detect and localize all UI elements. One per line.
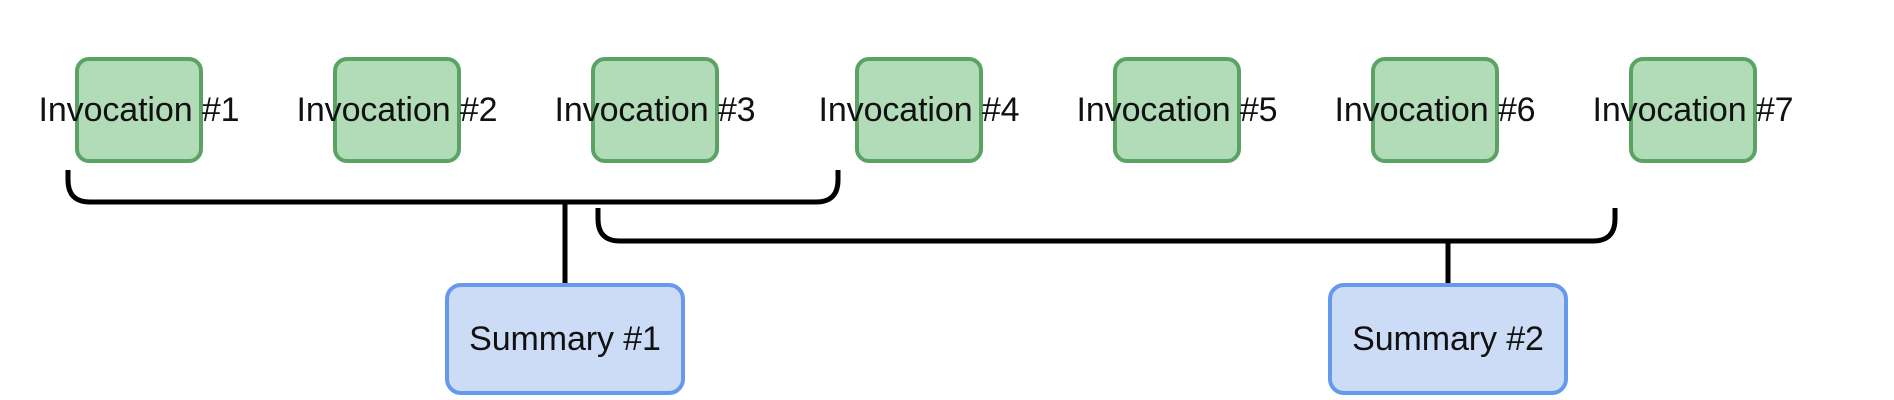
invocation-node-2[interactable]: Invocation #2 — [297, 57, 498, 163]
invocation-node-4-label: Invocation #4 — [818, 91, 1020, 129]
summary-node-1-label: Summary #1 — [469, 320, 661, 358]
invocation-node-7-label: Invocation #7 — [1592, 91, 1794, 129]
invocation-node-2-label: Invocation #2 — [296, 91, 498, 129]
invocation-node-5[interactable]: Invocation #5 — [1077, 57, 1278, 163]
summary-node-2-label: Summary #2 — [1352, 320, 1544, 358]
invocation-node-1[interactable]: Invocation #1 — [39, 57, 240, 163]
invocation-node-5-label: Invocation #5 — [1076, 91, 1278, 129]
invocation-node-6-label: Invocation #6 — [1334, 91, 1536, 129]
invocation-node-3[interactable]: Invocation #3 — [555, 57, 756, 163]
invocation-node-7[interactable]: Invocation #7 — [1593, 57, 1794, 163]
invocation-node-1-label: Invocation #1 — [38, 91, 240, 129]
summary-node-1[interactable]: Summary #1 — [445, 283, 685, 395]
invocation-node-3-label: Invocation #3 — [554, 91, 756, 129]
bracket-1-rail — [65, 170, 841, 205]
invocation-node-6[interactable]: Invocation #6 — [1335, 57, 1536, 163]
bracket-2-rail — [595, 208, 1618, 244]
invocation-node-4[interactable]: Invocation #4 — [819, 57, 1020, 163]
summary-node-2[interactable]: Summary #2 — [1328, 283, 1568, 395]
